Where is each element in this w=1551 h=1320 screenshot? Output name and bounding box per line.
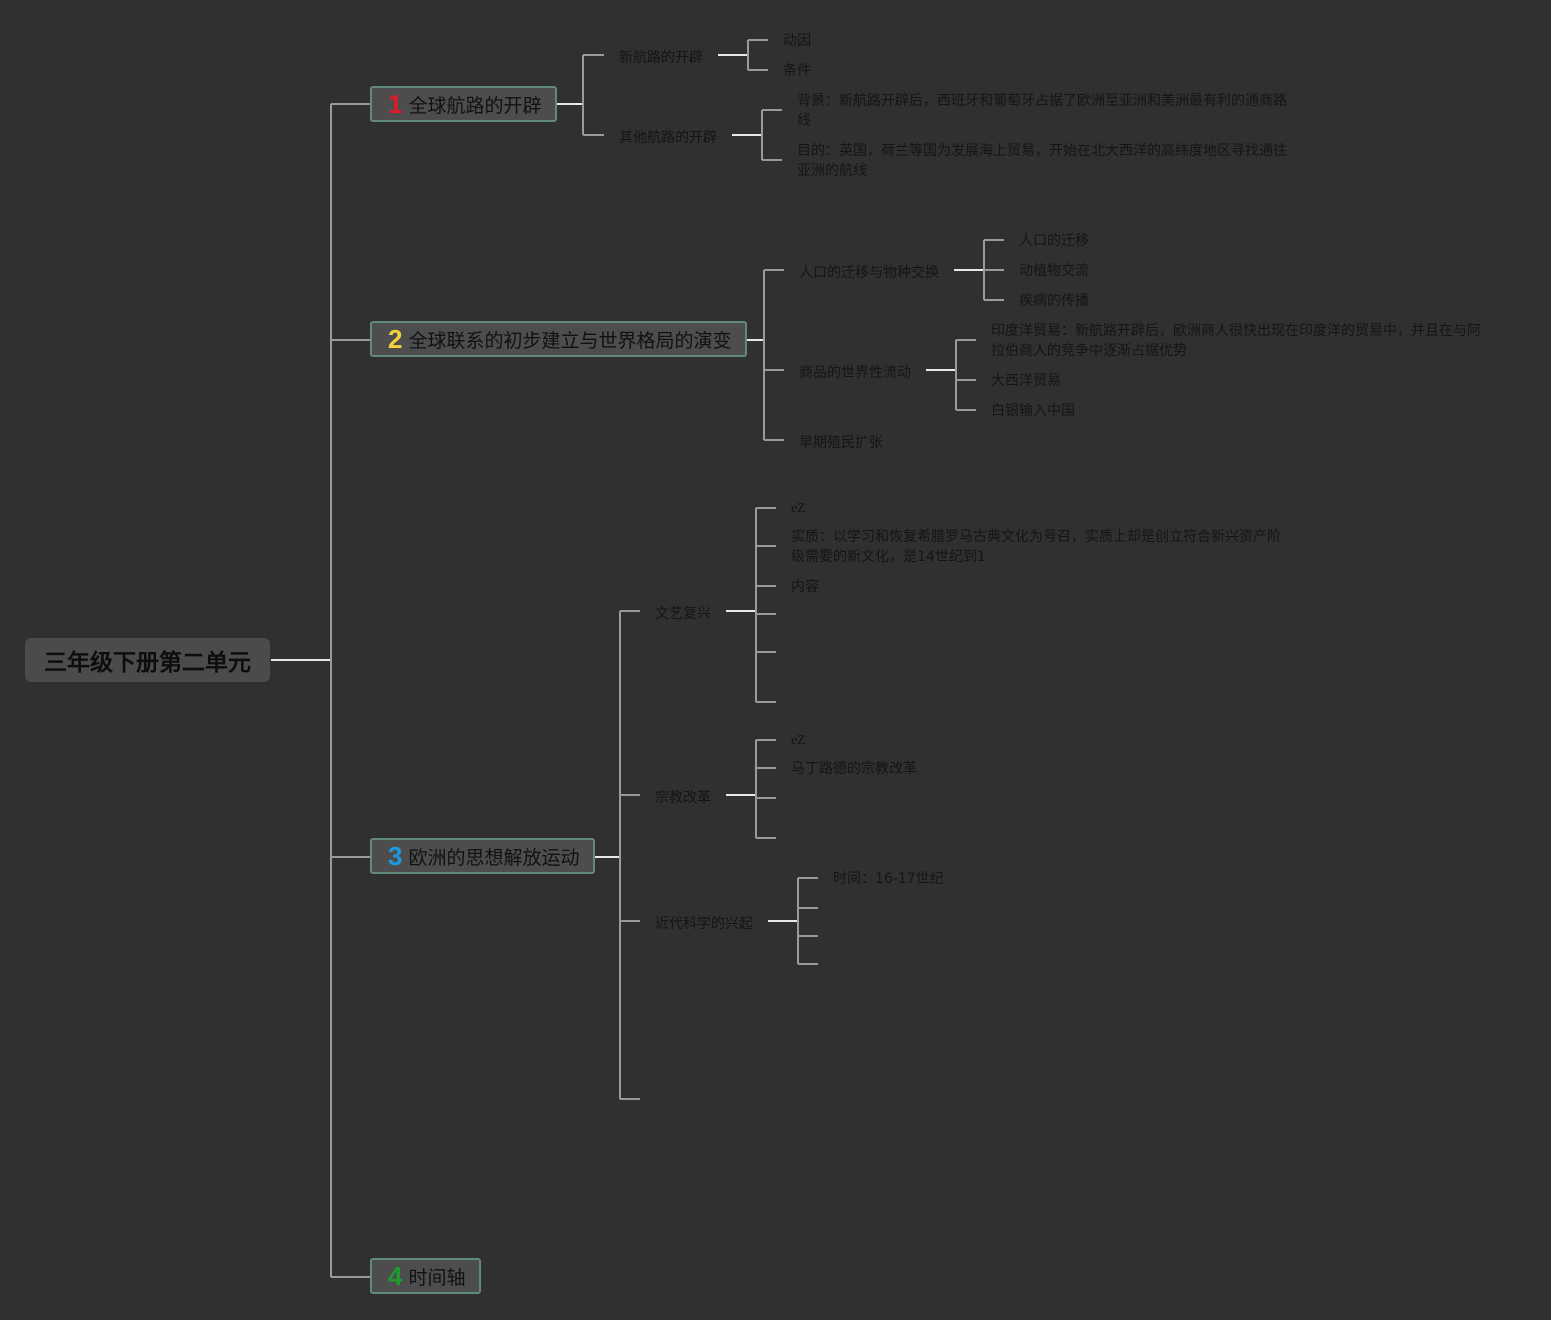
subtopic-node[interactable]: 宗教改革 <box>655 790 711 806</box>
topic-2-node[interactable]: 2 全球联系的初步建立与世界格局的演变 <box>370 321 748 357</box>
subtopic-node[interactable]: 人口的迁移与物种交换 <box>799 265 939 281</box>
leaf-node[interactable]: 白银输入中国 <box>991 403 1075 419</box>
leaf-node[interactable]: 动因 <box>783 33 811 49</box>
leaf-node[interactable]: 条件 <box>783 63 811 79</box>
leaf-node[interactable]: 实质：以学习和恢复希腊罗马古典文化为号召，实质上却是创立符合新兴资产阶级需要的新… <box>791 529 1281 565</box>
leaf-node[interactable]: 内容 <box>791 579 819 595</box>
subtopic-node[interactable]: 商品的世界性流动 <box>799 365 911 381</box>
leaf-node[interactable]: eZ <box>791 733 806 748</box>
badge-1-icon: 1 <box>388 88 403 119</box>
leaf-node[interactable]: 人口的迁移 <box>1019 233 1089 249</box>
subtopic-node[interactable]: 近代科学的兴起 <box>655 916 753 932</box>
subtopic-node[interactable]: 新航路的开辟 <box>619 50 703 66</box>
badge-4-icon: 4 <box>388 1260 403 1291</box>
badge-3-icon: 3 <box>388 840 403 871</box>
leaf-node[interactable]: 时间：16-17世纪 <box>833 871 944 887</box>
leaf-node[interactable]: 疾病的传播 <box>1019 293 1089 309</box>
leaf-node[interactable]: 目的：英国，荷兰等国为发展海上贸易，开始在北大西洋的高纬度地区寻找通往亚洲的航线 <box>797 143 1287 179</box>
badge-2-icon: 2 <box>388 323 403 354</box>
root-label: 三年级下册第二单元 <box>44 650 251 676</box>
topic-label: 欧洲的思想解放运动 <box>408 846 580 869</box>
subtopic-node[interactable]: 其他航路的开辟 <box>619 130 717 146</box>
leaf-node[interactable]: 背景：新航路开辟后，西班牙和葡萄牙占据了欧洲至亚洲和美洲最有利的通商路线 <box>797 93 1287 129</box>
topic-3-node[interactable]: 3 欧洲的思想解放运动 <box>370 838 596 874</box>
leaf-node[interactable]: 大西洋贸易 <box>991 373 1061 389</box>
leaf-node[interactable]: eZ <box>791 501 806 516</box>
topic-label: 时间轴 <box>408 1266 466 1289</box>
topic-4-node[interactable]: 4 时间轴 <box>370 1258 482 1294</box>
topic-1-node[interactable]: 1 全球航路的开辟 <box>370 86 558 122</box>
root-node[interactable]: 三年级下册第二单元 <box>25 638 270 682</box>
topic-label: 全球联系的初步建立与世界格局的演变 <box>408 329 732 352</box>
subtopic-node[interactable]: 文艺复兴 <box>655 606 711 622</box>
topic-label: 全球航路的开辟 <box>408 94 542 117</box>
leaf-node[interactable]: 印度洋贸易：新航路开辟后，欧洲商人很快出现在印度洋的贸易中，并且在与阿拉伯商人的… <box>991 323 1481 359</box>
subtopic-node[interactable]: 早期殖民扩张 <box>799 435 883 451</box>
leaf-node[interactable]: 动植物交流 <box>1019 263 1089 279</box>
leaf-node[interactable]: 马丁路德的宗教改革 <box>791 761 917 777</box>
